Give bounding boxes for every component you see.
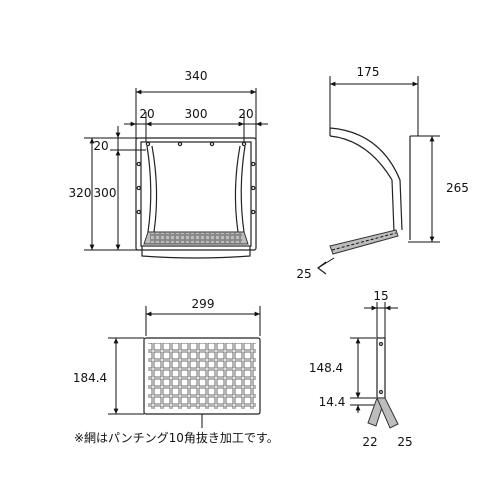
dim-detail-length-b: 14.4 [319,395,346,409]
dim-height-opening: 300 [94,186,117,200]
dim-mesh-width: 299 [192,297,215,311]
dim-width-right-margin: 20 [238,107,253,121]
dim-mesh-height: 184.4 [73,371,107,385]
dim-side-angle: 25 [296,267,311,281]
dim-detail-angle-a: 22 [362,435,377,449]
screw-holes [136,141,256,215]
dim-height-top-margin: 20 [93,139,108,153]
dim-detail-thickness: 15 [373,289,388,303]
dim-side-depth: 175 [357,65,380,79]
mesh-view: 299 184.4 [73,297,261,428]
dim-width-left-margin: 20 [139,107,154,121]
front-view: 340 20 300 20 20 320 300 [69,69,268,259]
mesh-detail: 15 148.4 14.4 22 25 [309,289,413,449]
dim-height-overall: 320 [69,186,92,200]
dim-side-height: 265 [446,181,469,195]
dim-width-opening: 300 [185,107,208,121]
dim-detail-length-a: 148.4 [309,361,343,375]
dim-width-overall: 340 [185,69,208,83]
side-view: 175 265 25 [296,65,469,281]
footnote: ※網はパンチング10角抜き加工です。 [74,431,279,445]
dim-detail-angle-b: 25 [397,435,412,449]
